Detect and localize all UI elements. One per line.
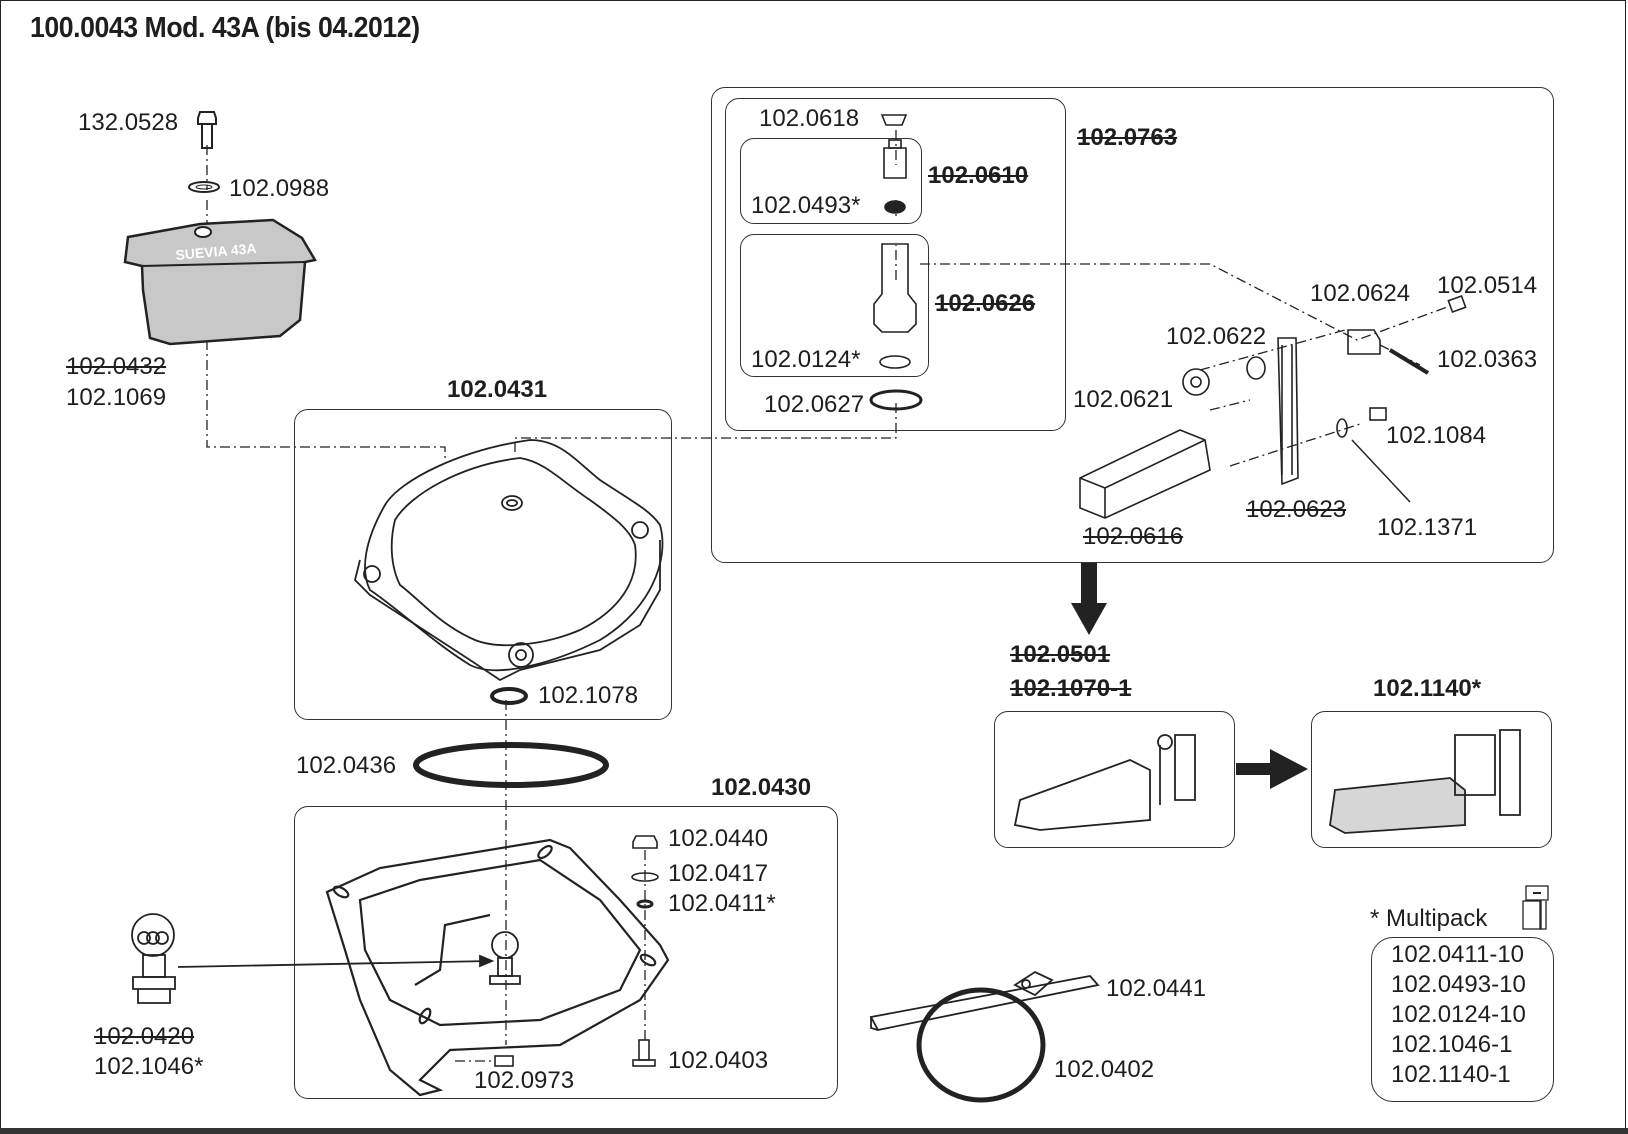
label-bowl-seal: 102.1078 <box>538 682 639 709</box>
label-float: 102.0616 <box>1083 523 1184 550</box>
label-new-valve: 102.1140* <box>1373 675 1482 702</box>
multipack-icon <box>1522 885 1549 930</box>
label-spacer: 102.0622 <box>1166 323 1267 350</box>
multipack-item: 102.0124-10 <box>1391 1001 1526 1028</box>
float-lever-icon <box>1079 294 1467 519</box>
label-nozzle-new: 102.1046* <box>94 1053 204 1080</box>
bowl-box <box>294 409 672 720</box>
label-valve-sub2: 102.0626 <box>935 290 1036 317</box>
label-old-valve-b: 102.1070-1 <box>1010 675 1132 702</box>
multipack-box <box>1371 937 1554 1102</box>
valve-sub2-box <box>740 234 929 377</box>
label-bowl-assembly: 102.0431 <box>447 376 548 403</box>
label-knob: 102.0621 <box>1073 386 1174 413</box>
seal-icon <box>490 687 528 705</box>
label-lever: 102.0624 <box>1310 280 1411 307</box>
label-base-assembly: 102.0430 <box>711 774 812 801</box>
mount-bracket-icon <box>869 970 1100 1032</box>
new-valve-icon <box>1329 729 1521 834</box>
label-bowl-oring: 102.0436 <box>296 752 397 779</box>
valve-cartridge-icon <box>869 114 923 411</box>
label-old-valve-a: 102.0501 <box>1010 641 1111 668</box>
label-washer2: 102.1371 <box>1377 514 1478 541</box>
valve-sub1-box <box>740 138 922 224</box>
page-title: 100.0043 Mod. 43A (bis 04.2012) <box>30 12 420 44</box>
label-arm: 102.0623 <box>1246 496 1347 523</box>
base-fasteners-icon <box>494 835 659 1067</box>
label-base-washer: 102.0417 <box>668 860 769 887</box>
label-valve-gasket: 102.0627 <box>764 391 865 418</box>
bolt-icon <box>197 111 217 149</box>
label-valve-sub1: 102.0610 <box>928 162 1029 189</box>
label-cover-new: 102.1069 <box>66 384 167 411</box>
label-cover-old: 102.0432 <box>66 353 167 380</box>
cover-icon <box>123 218 317 346</box>
base-housing-icon <box>325 838 670 1097</box>
label-valve-sub1-seal: 102.0493* <box>751 192 861 219</box>
label-bolt: 132.0528 <box>78 109 179 136</box>
label-valve-sub2-filter: 102.0124* <box>751 346 861 373</box>
assembly-lines <box>206 130 1451 1062</box>
old-valve-box <box>994 711 1235 848</box>
new-valve-box <box>1311 711 1552 848</box>
label-washer: 102.0988 <box>229 175 330 202</box>
label-base-nut: 102.0440 <box>668 825 769 852</box>
label-base-screw: 102.0973 <box>474 1067 575 1094</box>
arrow-right-icon <box>1236 749 1308 789</box>
ring-icon <box>916 987 1046 1103</box>
multipack-item: 102.1140-1 <box>1391 1061 1511 1088</box>
label-pin: 102.0363 <box>1437 346 1538 373</box>
label-screw: 102.0514 <box>1437 272 1538 299</box>
label-base-bolt: 102.0403 <box>668 1047 769 1074</box>
valve-group-box <box>711 87 1554 563</box>
label-base-oring: 102.0411* <box>668 890 776 917</box>
multipack-list: 102.0411-10 102.0493-10 102.0124-10 102.… <box>1391 940 1526 1090</box>
base-box <box>294 806 838 1099</box>
multipack-item: 102.0493-10 <box>1391 971 1526 998</box>
label-valve-assembly: 102.0763 <box>1077 124 1178 151</box>
oring-large-icon <box>413 742 609 788</box>
cover-brand-text: SUEVIA 43A <box>175 240 257 263</box>
label-valve-cap: 102.0618 <box>759 105 860 132</box>
multipack-item: 102.0411-10 <box>1391 941 1525 968</box>
label-nozzle-old: 102.0420 <box>94 1023 195 1050</box>
label-mount-bracket: 102.0441 <box>1106 975 1207 1002</box>
bottom-border <box>0 1128 1628 1134</box>
old-valve-icon <box>1013 734 1196 831</box>
label-mount-ring: 102.0402 <box>1054 1056 1155 1083</box>
washer-icon <box>188 181 220 193</box>
arrow-down-icon <box>1071 563 1107 635</box>
label-screw2: 102.1084 <box>1386 422 1487 449</box>
multipack-heading: * Multipack <box>1370 905 1488 932</box>
bowl-icon <box>354 439 664 682</box>
multipack-item: 102.1046-1 <box>1391 1031 1513 1058</box>
nozzle-icon <box>131 913 521 1004</box>
